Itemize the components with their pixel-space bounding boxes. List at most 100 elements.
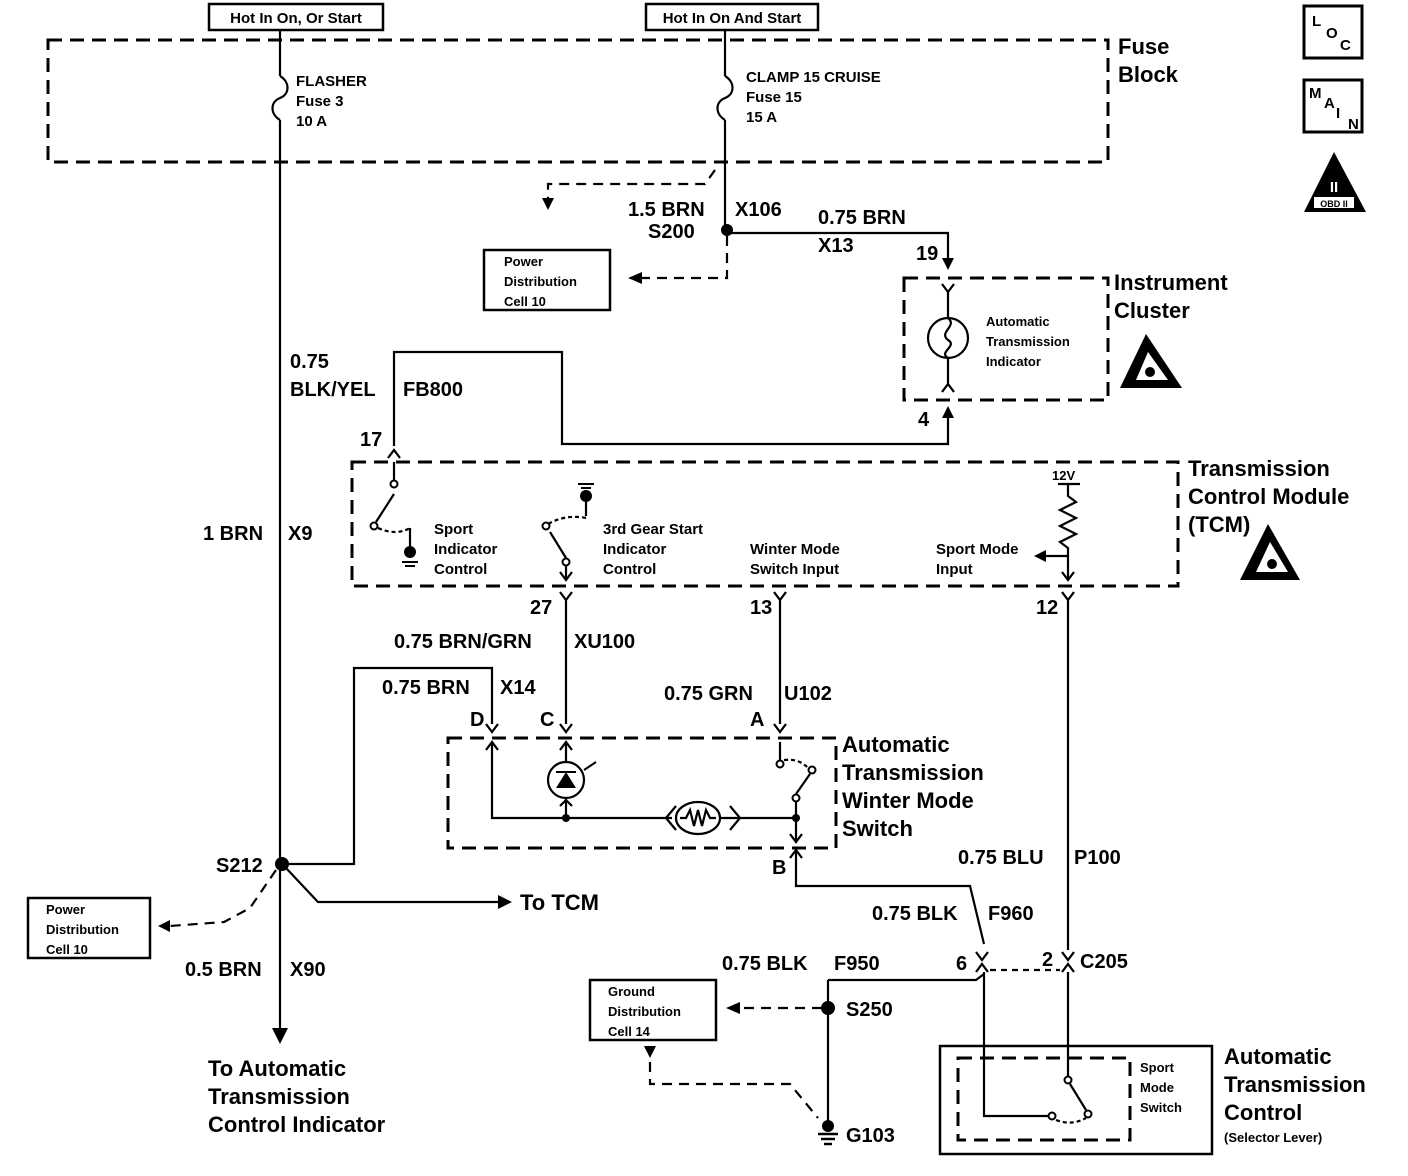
pin-12-label: 12 <box>1036 597 1058 619</box>
svg-text:Cell 14: Cell 14 <box>608 1024 651 1039</box>
pin-c-label: C <box>540 709 554 731</box>
svg-text:Automatic: Automatic <box>986 314 1050 329</box>
wire-075-blk-2-label: 0.75 BLK <box>722 953 808 975</box>
svg-text:Sport: Sport <box>1140 1060 1175 1075</box>
fuse-15-number: Fuse 15 <box>746 89 802 106</box>
svg-text:L: L <box>1312 13 1321 30</box>
wire-075-grn-label: 0.75 GRN <box>664 683 753 705</box>
svg-text:Transmission: Transmission <box>986 334 1070 349</box>
to-indicator-label[interactable]: To Automatic <box>208 1056 346 1081</box>
wire-blk-yel-label: BLK/YEL <box>290 379 376 401</box>
esd-warning-icon <box>1120 334 1182 388</box>
selector-title-2: Transmission <box>1224 1072 1366 1097</box>
instrument-cluster-outline <box>902 276 1110 402</box>
winter-switch-outline <box>446 736 838 850</box>
svg-text:Control: Control <box>603 561 656 578</box>
svg-text:Indicator: Indicator <box>603 541 667 558</box>
pin-2-label: 2 <box>1042 949 1053 971</box>
splice-s212-label: S212 <box>216 855 263 877</box>
fuse-15-name: CLAMP 15 CRUISE <box>746 69 881 86</box>
svg-text:Control: Control <box>434 561 487 578</box>
ground-distribution-box[interactable]: Ground Distribution Cell 14 <box>588 978 718 1042</box>
pin-6-label: 6 <box>956 953 967 975</box>
selector-lever-box <box>938 1044 1214 1156</box>
splice-s200-label: S200 <box>648 221 695 243</box>
fuse-3-rating: 10 A <box>296 113 327 130</box>
main-icon: M A I N <box>1302 78 1364 134</box>
svg-text:Ground: Ground <box>608 984 655 999</box>
svg-text:O: O <box>1326 25 1338 42</box>
wire-f950-label: F950 <box>834 953 880 975</box>
svg-text:Sport Mode: Sport Mode <box>936 541 1019 558</box>
power-distribution-box-left[interactable]: Power Distribution Cell 10 <box>26 896 152 960</box>
winter-switch-title-3: Winter Mode <box>842 788 974 813</box>
pin-19-label: 19 <box>916 243 938 265</box>
tcm-title: Transmission <box>1188 456 1330 481</box>
wire-u102-label: U102 <box>784 683 832 705</box>
svg-text:Input: Input <box>936 561 973 578</box>
wire-x106-label: X106 <box>735 199 782 221</box>
wire-x9-label: X9 <box>288 523 312 545</box>
ground-g103-icon <box>818 1120 838 1146</box>
winter-switch-title-2: Transmission <box>842 760 984 785</box>
svg-text:Power: Power <box>504 254 543 269</box>
resistor-icon <box>1057 484 1079 578</box>
wire-1-5-brn-label: 1.5 BRN <box>628 199 705 221</box>
third-gear-switch-icon <box>541 483 594 582</box>
wire-075-brn-mid-label: 0.75 BRN <box>382 677 470 699</box>
esd-warning-icon-tcm <box>1240 524 1300 580</box>
fuse-3-number: Fuse 3 <box>296 93 344 110</box>
wire-fb800-label: FB800 <box>403 379 463 401</box>
arrow-to-tcm-icon <box>498 895 512 909</box>
wire-xu100-label: XU100 <box>574 631 635 653</box>
svg-text:Mode: Mode <box>1140 1080 1174 1095</box>
pin-27-label: 27 <box>530 597 552 619</box>
tcm-outline <box>350 460 1180 588</box>
wire-1-brn-label: 1 BRN <box>203 523 263 545</box>
svg-text:M: M <box>1309 85 1322 102</box>
to-indicator-label-2: Transmission <box>208 1084 350 1109</box>
wire-x90-label: X90 <box>290 959 326 981</box>
power-source-left-label: Hot In On, Or Start <box>230 10 362 27</box>
svg-text:Winter Mode: Winter Mode <box>750 541 840 558</box>
power-distribution-box-top[interactable]: Power Distribution Cell 10 <box>482 248 612 312</box>
svg-text:Indicator: Indicator <box>986 354 1041 369</box>
svg-text:A: A <box>1324 95 1335 112</box>
indicator-bulb-icon <box>926 316 970 360</box>
ground-g103-label: G103 <box>846 1125 895 1147</box>
wire-075-brn-label: 0.75 BRN <box>818 207 906 229</box>
svg-text:Indicator: Indicator <box>434 541 498 558</box>
fuse-block-title: Fuse <box>1118 34 1169 59</box>
wire-f960-label: F960 <box>988 903 1034 925</box>
wire-p100-label: P100 <box>1074 847 1121 869</box>
svg-text:Switch Input: Switch Input <box>750 561 839 578</box>
arrow-to-indicator-icon <box>272 1028 288 1044</box>
svg-text:3rd Gear Start: 3rd Gear Start <box>603 521 703 538</box>
tcm-title-3: (TCM) <box>1188 512 1250 537</box>
winter-switch-title: Automatic <box>842 732 950 757</box>
to-tcm-label[interactable]: To TCM <box>520 890 599 915</box>
svg-text:II: II <box>1330 179 1338 196</box>
splice-s250-label: S250 <box>846 999 893 1021</box>
svg-text:Distribution: Distribution <box>608 1004 681 1019</box>
power-source-left: Hot In On, Or Start <box>207 2 385 32</box>
sport-switch-outline <box>956 1056 1132 1142</box>
pin-17-label: 17 <box>360 429 382 451</box>
selector-title: Automatic <box>1224 1044 1332 1069</box>
power-source-right-label: Hot In On And Start <box>663 10 802 27</box>
svg-text:Sport: Sport <box>434 521 473 538</box>
svg-text:Cell 10: Cell 10 <box>46 942 88 957</box>
power-source-right: Hot In On And Start <box>644 2 820 32</box>
selector-subtitle: (Selector Lever) <box>1224 1130 1322 1145</box>
svg-text:N: N <box>1348 116 1359 133</box>
pin-a-label: A <box>750 709 764 731</box>
instrument-cluster-title: Instrument <box>1114 270 1228 295</box>
svg-text:OBD II: OBD II <box>1320 199 1348 209</box>
loc-icon: L O C <box>1302 4 1364 60</box>
fuse-block-title-2: Block <box>1118 62 1179 87</box>
svg-text:I: I <box>1336 105 1340 122</box>
obd-ii-icon: II OBD II <box>1304 152 1366 212</box>
tcm-title-2: Control Module <box>1188 484 1349 509</box>
svg-text:C: C <box>1340 37 1351 54</box>
